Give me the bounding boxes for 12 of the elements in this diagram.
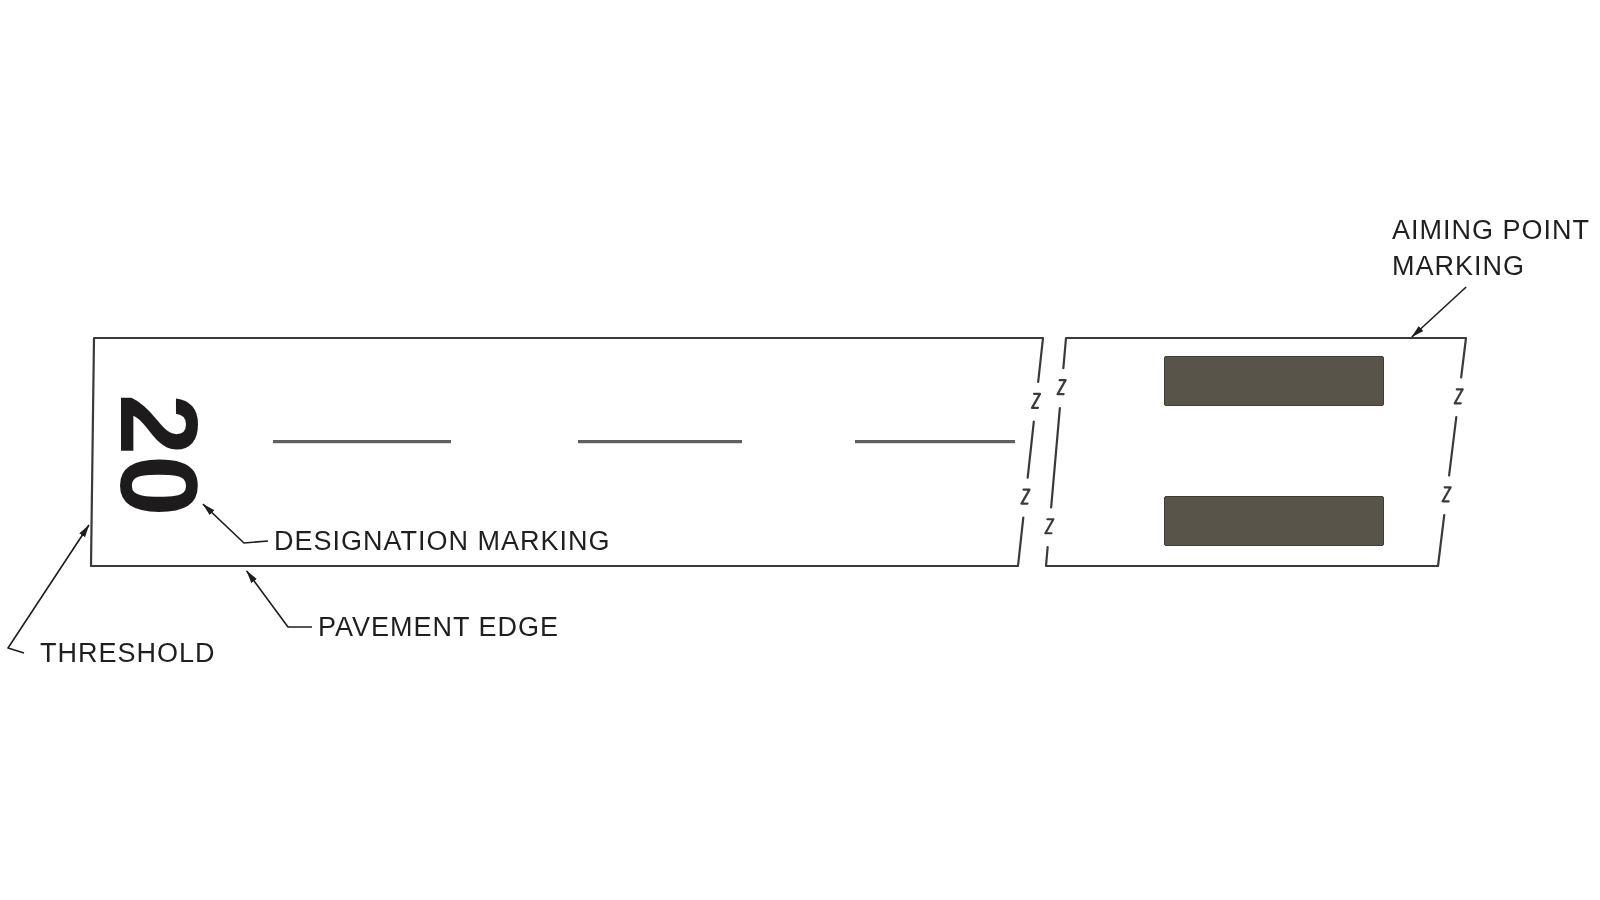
aiming-point-bar (1164, 496, 1384, 546)
leader-line (7, 524, 90, 654)
leader-line (202, 503, 269, 544)
leader-line (1411, 286, 1467, 338)
callout-label: PAVEMENT EDGE (318, 609, 560, 645)
leader-line (245, 570, 313, 628)
runway-designation-number: 20 (117, 394, 201, 517)
callout-label: AIMING POINT MARKING (1392, 212, 1598, 284)
callout-label: DESIGNATION MARKING (274, 523, 611, 559)
callout-label: THRESHOLD (40, 635, 216, 671)
aiming-point-bar (1164, 356, 1384, 406)
runway-pavement-section (91, 338, 1046, 566)
